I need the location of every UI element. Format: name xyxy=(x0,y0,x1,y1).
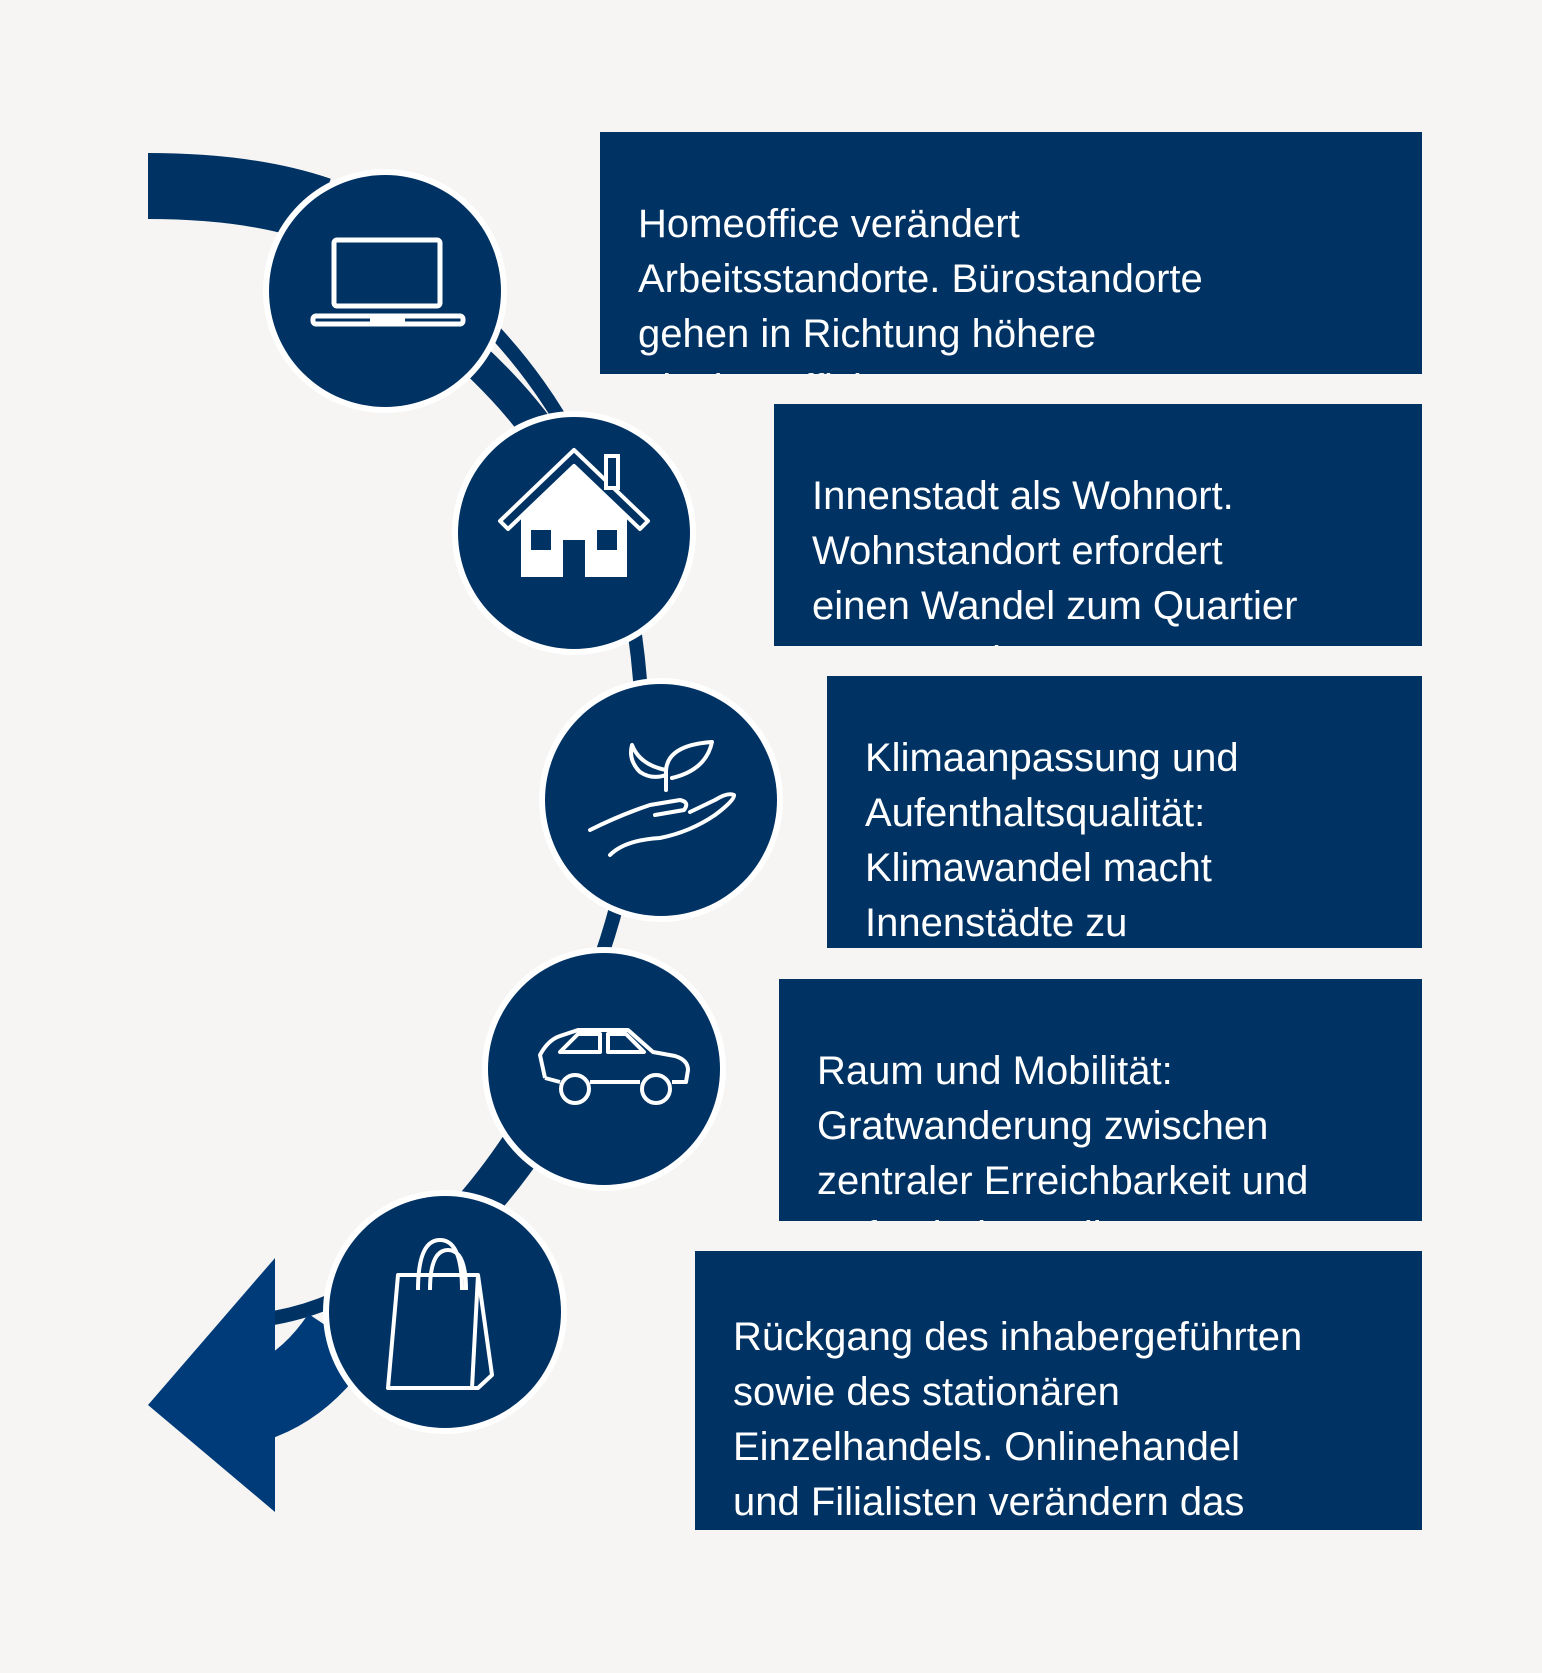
step-1-textbox: Homeoffice verändert Arbeitsstandorte. B… xyxy=(600,132,1422,374)
step-1-text: Homeoffice verändert Arbeitsstandorte. B… xyxy=(638,202,1203,374)
arrow-head-icon xyxy=(148,1258,275,1512)
flow-path-top-thick xyxy=(147,153,331,242)
step-circle-1 xyxy=(263,169,507,413)
house-icon xyxy=(498,448,650,577)
step-3-textbox: Klimaanpassung und Aufenthaltsqualität: … xyxy=(827,676,1422,948)
step-circle-4 xyxy=(482,947,726,1191)
step-5-textbox: Rückgang des inhabergeführten sowie des … xyxy=(695,1251,1422,1530)
step-2-textbox: Innenstadt als Wohnort. Wohnstandort erf… xyxy=(774,404,1422,646)
car-icon xyxy=(538,1028,690,1105)
step-5-text: Rückgang des inhabergeführten sowie des … xyxy=(733,1315,1303,1524)
plant-in-hand-icon xyxy=(588,740,736,857)
step-circle-3 xyxy=(539,678,783,922)
shopping-bag-icon xyxy=(386,1238,494,1390)
step-4-text: Raum und Mobilität: Gratwanderung zwisch… xyxy=(817,1049,1309,1221)
laptop-icon xyxy=(310,237,466,327)
step-2-text: Innenstadt als Wohnort. Wohnstandort erf… xyxy=(812,474,1298,646)
step-circle-5 xyxy=(323,1190,567,1434)
step-4-textbox: Raum und Mobilität: Gratwanderung zwisch… xyxy=(779,979,1422,1221)
step-3-text: Klimaanpassung und Aufenthaltsqualität: … xyxy=(865,736,1239,945)
